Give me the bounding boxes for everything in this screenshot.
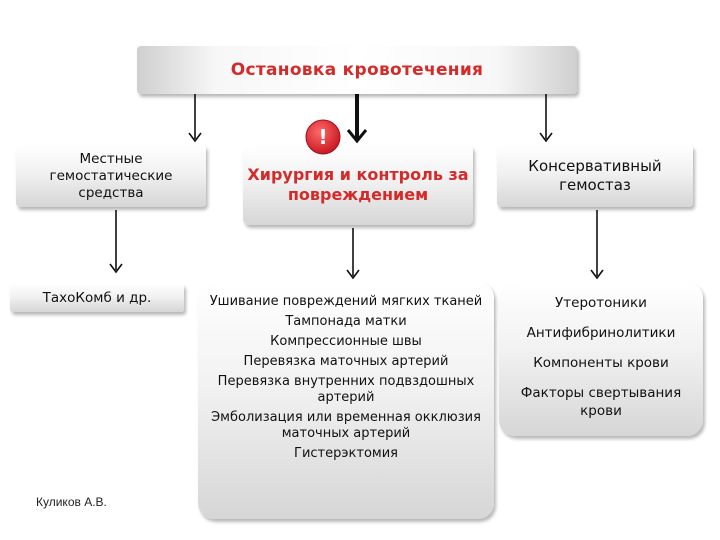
svg-text:!: ! — [318, 125, 327, 149]
list-item: Компоненты крови — [533, 355, 669, 371]
surgery-items-list: Ушивание повреждений мягких тканей Тампо… — [198, 282, 494, 519]
exclamation-icon: ! — [305, 119, 341, 155]
list-item: Перевязка маточных артерий — [243, 354, 449, 369]
conservative-hemostasis-label: Консервативный гемостаз — [528, 157, 662, 194]
main-title-box: Остановка кровотечения — [137, 46, 577, 94]
local-hemostatics-label: Местные гемостатические средства — [49, 150, 173, 201]
list-item: Эмболизация или временная окклюзия маточ… — [211, 410, 481, 441]
conservative-items-list: Утеротоники Антифибринолитики Компоненты… — [499, 282, 703, 436]
local-hemostatics-box: Местные гемостатические средства — [16, 145, 206, 207]
list-item: Утеротоники — [555, 295, 647, 311]
main-title: Остановка кровотечения — [230, 60, 484, 80]
list-item: Ушивание повреждений мягких тканей — [209, 294, 483, 309]
list-item: Антифибринолитики — [526, 325, 676, 341]
conservative-hemostasis-box: Консервативный гемостаз — [497, 145, 693, 207]
list-item: Гистерэктомия — [294, 446, 398, 461]
surgery-box: Хирургия и контроль за повреждением — [243, 145, 473, 225]
local-item-box: ТахоКомб и др. — [10, 284, 184, 312]
list-item: Тампонада матки — [285, 314, 407, 329]
author-credit: Куликов А.В. — [36, 495, 107, 509]
list-item: Перевязка внутренних подвздошных артерий — [217, 374, 475, 405]
list-item: Компрессионные швы — [270, 334, 422, 349]
local-item: ТахоКомб и др. — [42, 290, 152, 306]
list-item: Факторы свертывания крови — [520, 385, 682, 419]
surgery-label: Хирургия и контроль за повреждением — [247, 165, 469, 204]
